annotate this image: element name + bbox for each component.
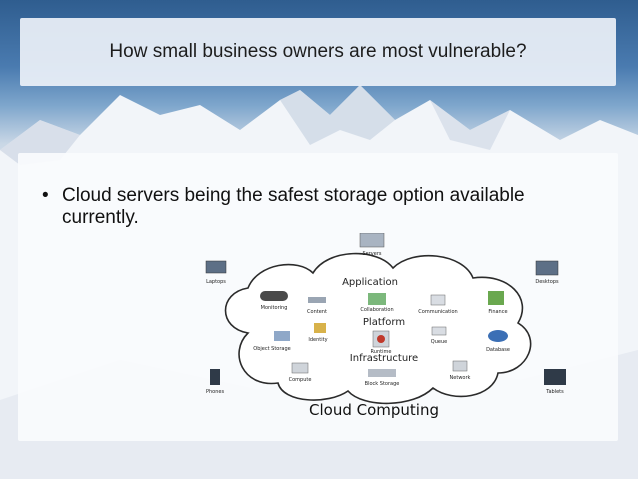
bullet-item: • Cloud servers being the safest storage…: [42, 185, 542, 229]
network-icon: [452, 360, 468, 372]
servers-icon: [359, 233, 385, 248]
layer-infrastructure-label: Infrastructure: [350, 353, 418, 364]
servers-label: Servers: [362, 251, 381, 257]
content-item: Content: [307, 297, 327, 315]
communication-label: Communication: [418, 309, 457, 315]
communication-item: Communication: [418, 294, 458, 315]
content-icon: [308, 297, 326, 303]
monitoring-label: Monitoring: [261, 305, 288, 311]
runtime-item: Runtime: [371, 330, 392, 355]
slide-title: How small business owners are most vulne…: [109, 41, 527, 62]
bullet-text: Cloud servers being the safest storage o…: [62, 185, 525, 228]
tablets-device: Tablets: [544, 369, 566, 395]
network-item: Network: [450, 360, 471, 381]
desktops-icon: [535, 260, 559, 276]
identity-label: Identity: [308, 337, 327, 343]
identity-icon: [314, 323, 326, 333]
content-box: • Cloud servers being the safest storage…: [18, 153, 618, 441]
compute-icon: [291, 362, 309, 374]
database-label: Database: [486, 347, 510, 353]
finance-label: Finance: [488, 309, 507, 315]
database-icon: [488, 330, 508, 342]
cloud-computing-diagram: Application Platform Infrastructure Moni…: [205, 233, 566, 419]
block-storage-label: Block Storage: [365, 381, 400, 387]
runtime-dot: [377, 335, 385, 343]
runtime-label: Runtime: [371, 349, 392, 355]
content-label: Content: [307, 309, 327, 315]
communication-icon: [430, 294, 446, 306]
monitoring-icon: [260, 291, 288, 301]
queue-label: Queue: [431, 339, 447, 345]
laptops-label: Laptops: [206, 279, 226, 285]
bullet-dot-icon: •: [42, 185, 49, 206]
layer-platform-label: Platform: [363, 317, 405, 328]
tablets-label: Tablets: [545, 389, 564, 395]
queue-item: Queue: [431, 326, 447, 345]
network-label: Network: [450, 375, 471, 381]
finance-icon: [488, 291, 504, 305]
block-storage-item: Block Storage: [365, 369, 400, 387]
finance-item: Finance: [488, 291, 508, 315]
title-box: How small business owners are most vulne…: [20, 18, 616, 86]
collaboration-label: Collaboration: [360, 307, 393, 313]
object-storage-label: Object Storage: [253, 346, 290, 352]
laptops-icon: [205, 260, 227, 274]
identity-item: Identity: [308, 323, 328, 343]
desktops-label: Desktops: [535, 279, 559, 285]
monitoring-item: Monitoring: [260, 291, 288, 311]
compute-item: Compute: [289, 362, 312, 383]
tablets-icon: [544, 369, 566, 385]
object-storage-icon: [274, 331, 290, 341]
phones-icon: [210, 369, 220, 385]
collaboration-item: Collaboration: [360, 293, 394, 313]
database-item: Database: [486, 330, 510, 353]
phones-device: Phones: [206, 369, 224, 395]
object-storage-item: Object Storage: [253, 331, 291, 352]
collaboration-icon: [368, 293, 386, 305]
queue-icon: [431, 326, 447, 336]
laptops-device: Laptops: [205, 260, 227, 285]
compute-label: Compute: [289, 377, 312, 383]
diagram-title: Cloud Computing: [309, 401, 439, 419]
block-storage-icon: [368, 369, 396, 377]
layer-application-label: Application: [342, 277, 398, 288]
desktops-device: Desktops: [535, 260, 559, 285]
servers-device: Servers: [359, 233, 385, 257]
phones-label: Phones: [206, 389, 224, 395]
